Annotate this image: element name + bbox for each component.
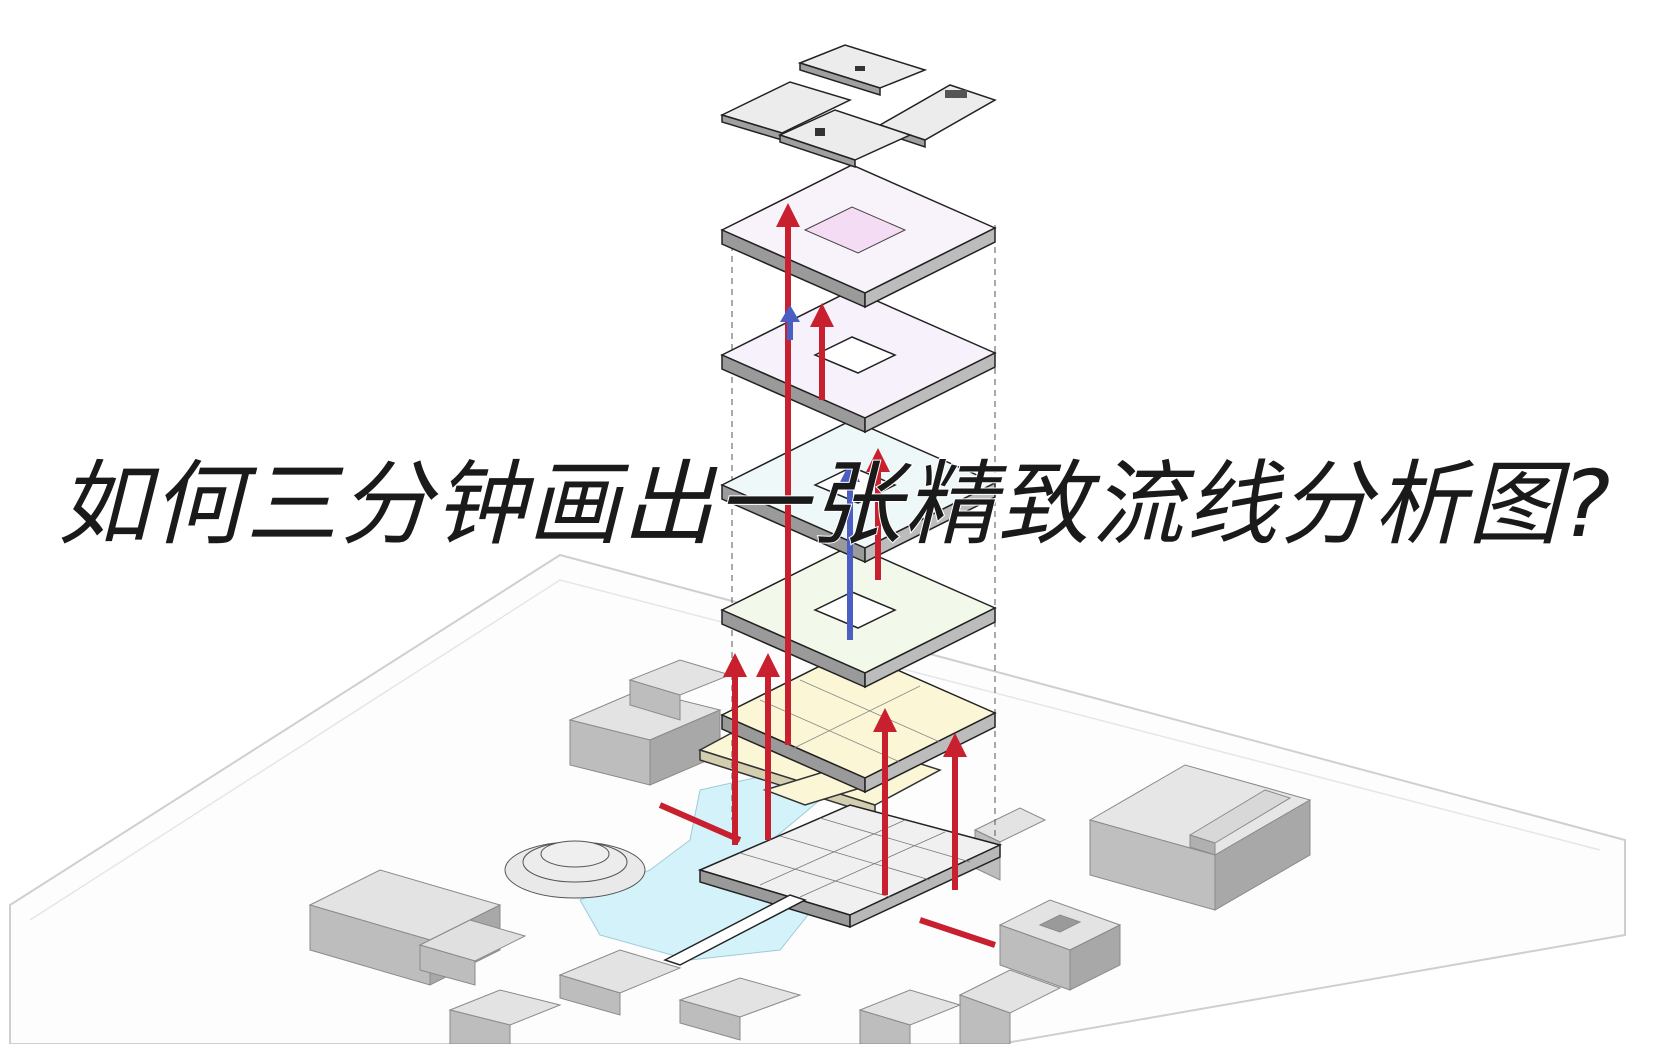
landform-contour	[504, 840, 646, 899]
floor-5	[720, 164, 997, 309]
guide-lines	[731, 225, 996, 840]
flow-arrows-secondary	[780, 305, 860, 640]
bridge	[663, 894, 807, 966]
roof-pieces	[719, 44, 997, 169]
page-title: 如何三分钟画出一张精致流线分析图?	[57, 451, 1613, 558]
context-buildings	[308, 659, 1312, 1044]
flow-arrows-primary	[658, 203, 996, 948]
floor-4	[720, 289, 997, 434]
